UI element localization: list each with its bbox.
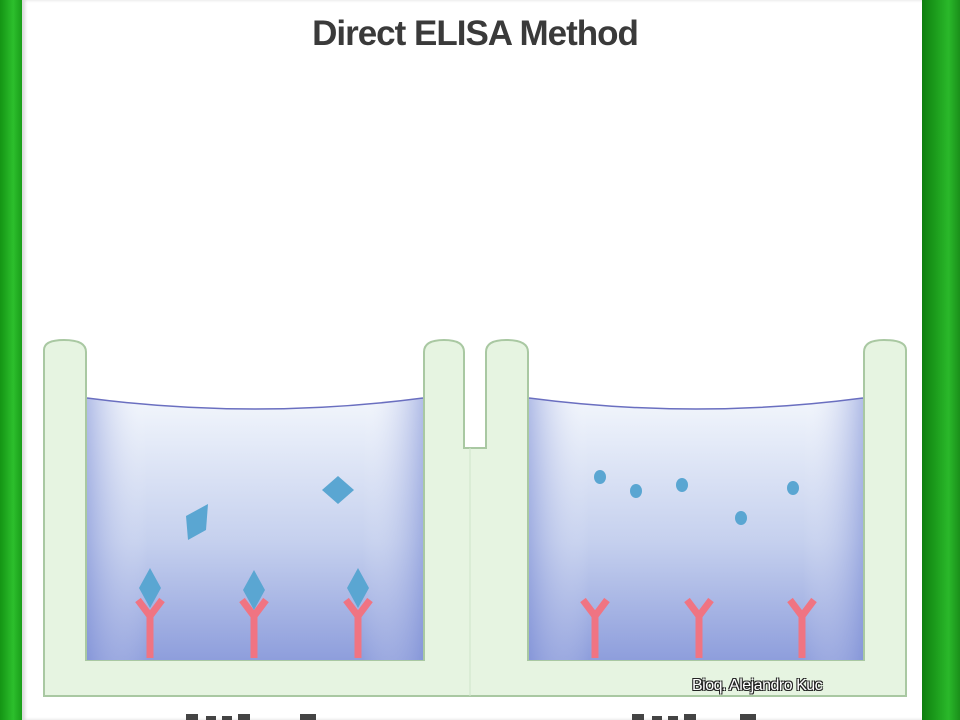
well-sample-1 <box>86 397 424 660</box>
antigen-dot-icon <box>594 470 606 484</box>
antigen-dot-icon <box>735 511 747 525</box>
meniscus-line <box>86 397 424 410</box>
well-sample-2 <box>528 397 864 660</box>
slide-title: Direct ELISA Method <box>312 14 639 53</box>
antigen-dot-icon <box>787 481 799 495</box>
cut-off-caption-fragments <box>186 714 756 720</box>
microplate <box>43 338 907 697</box>
antigen-diamond-icon <box>139 568 161 608</box>
antigen-dot-icon <box>676 478 688 492</box>
author-credit: Bioq. Alejandro Kuc <box>692 677 823 694</box>
antigen-diamond-icon <box>347 568 369 608</box>
antigen-dot-icon <box>630 484 642 498</box>
antigen-diamond-icon <box>243 570 265 610</box>
right-green-border <box>922 0 960 720</box>
antigen-diamond-icon <box>322 476 354 504</box>
left-green-border <box>0 0 22 720</box>
meniscus-line <box>528 397 864 410</box>
antigen-diamond-icon <box>186 504 208 540</box>
